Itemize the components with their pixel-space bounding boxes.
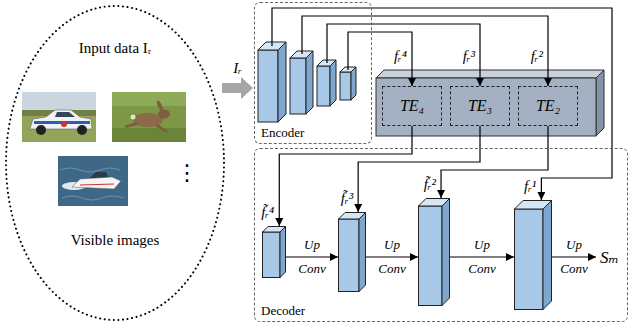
op-label: Up Conv <box>298 233 325 281</box>
te-block: TE₄ <box>382 86 442 126</box>
sky <box>22 92 96 142</box>
car-wheel <box>77 125 87 135</box>
rabbit-tail <box>131 115 136 120</box>
car-window <box>55 112 75 117</box>
block-side <box>359 213 366 292</box>
edge-label: fᵣ³ <box>463 48 475 65</box>
te-label: TE₄ <box>400 97 424 115</box>
car-wheel <box>36 125 46 135</box>
te-box-top <box>376 70 604 78</box>
boat-cabin <box>90 172 108 178</box>
water <box>58 156 128 206</box>
decoder-block: fᵣ¹ <box>514 200 552 310</box>
feature-block-side <box>306 51 313 114</box>
field-near <box>112 128 186 142</box>
block-side <box>280 227 286 278</box>
op-label: Up Conv <box>378 233 405 281</box>
block-front <box>339 219 360 292</box>
feature-block-side <box>278 42 286 122</box>
connector <box>279 126 412 226</box>
block-front <box>419 206 443 306</box>
block-front <box>263 232 281 278</box>
edge-label: fᵣ² <box>531 48 543 65</box>
feature-label: fᵣ¹ <box>524 178 536 195</box>
encoder-group: Encoder <box>254 2 372 144</box>
feature-label: f̃ᵣ⁴ <box>261 204 274 221</box>
connector <box>272 8 612 200</box>
block-side <box>543 201 552 310</box>
block-shape <box>514 200 552 310</box>
field <box>112 92 186 142</box>
op-label: Up Conv <box>560 233 587 281</box>
decoder-block: f̃ᵣ² <box>418 198 450 306</box>
te-box-front <box>376 78 596 136</box>
feature-block <box>340 72 351 100</box>
wave <box>62 196 124 200</box>
feature-block <box>290 58 306 114</box>
rabbit-ear <box>156 100 165 113</box>
input-caption: Visible images <box>4 232 226 249</box>
op-label: Up Conv <box>468 233 495 281</box>
block-shape <box>262 226 286 278</box>
connector <box>286 256 338 257</box>
feature-block-side <box>351 67 356 100</box>
te-block: TE₃ <box>450 86 510 126</box>
feature-block-side <box>330 60 336 106</box>
block-side <box>442 199 450 306</box>
connector <box>327 24 480 86</box>
input-arrow <box>222 77 253 99</box>
rabbit-leg <box>155 124 168 133</box>
feature-label: f̃ᵣ² <box>424 176 436 193</box>
rabbit-leg <box>124 122 138 128</box>
connector <box>441 126 548 198</box>
decoder-block: f̃ᵣ³ <box>338 212 366 292</box>
block-shape <box>338 212 366 292</box>
encoder-blocks <box>258 42 356 122</box>
te-label: TE₃ <box>468 97 492 115</box>
decoder-block: f̃ᵣ⁴ <box>262 226 286 278</box>
input-title: Input data Iᵣ <box>4 40 226 57</box>
group-label: Decoder <box>261 303 305 319</box>
boat-photo <box>58 156 128 206</box>
output-label: Sₘ <box>600 247 619 268</box>
te-module-box <box>376 70 604 136</box>
connector <box>348 32 412 86</box>
te-label: TE₂ <box>536 97 560 115</box>
te-block: TE₂ <box>518 86 578 126</box>
field-far <box>112 92 186 106</box>
car-photo <box>22 92 96 142</box>
wave <box>60 168 120 172</box>
feature-label: f̃ᵣ³ <box>341 190 353 207</box>
connector <box>302 16 548 86</box>
rabbit-head <box>158 110 170 119</box>
feature-block <box>317 66 330 106</box>
decoder-group: Decoder f̃ᵣ⁴ f̃ᵣ³ f̃ᵣ² fᵣ¹ <box>254 148 628 322</box>
connector <box>366 256 418 257</box>
edge-label: Iᵣ <box>233 60 242 77</box>
rabbit-photo <box>112 92 186 142</box>
car-logo <box>61 121 67 127</box>
connector <box>358 126 480 212</box>
group-label: Encoder <box>261 125 304 141</box>
output-arrow <box>552 256 596 257</box>
boat-stripe <box>80 184 114 185</box>
connector <box>450 256 514 257</box>
ellipsis-mark: ⋮ <box>176 160 198 186</box>
feature-block <box>258 50 278 122</box>
block-shape <box>418 198 450 306</box>
te-box-side <box>596 70 604 136</box>
boat-hull <box>72 177 121 189</box>
block-front <box>515 209 544 310</box>
edge-label: fᵣ⁴ <box>394 48 407 65</box>
